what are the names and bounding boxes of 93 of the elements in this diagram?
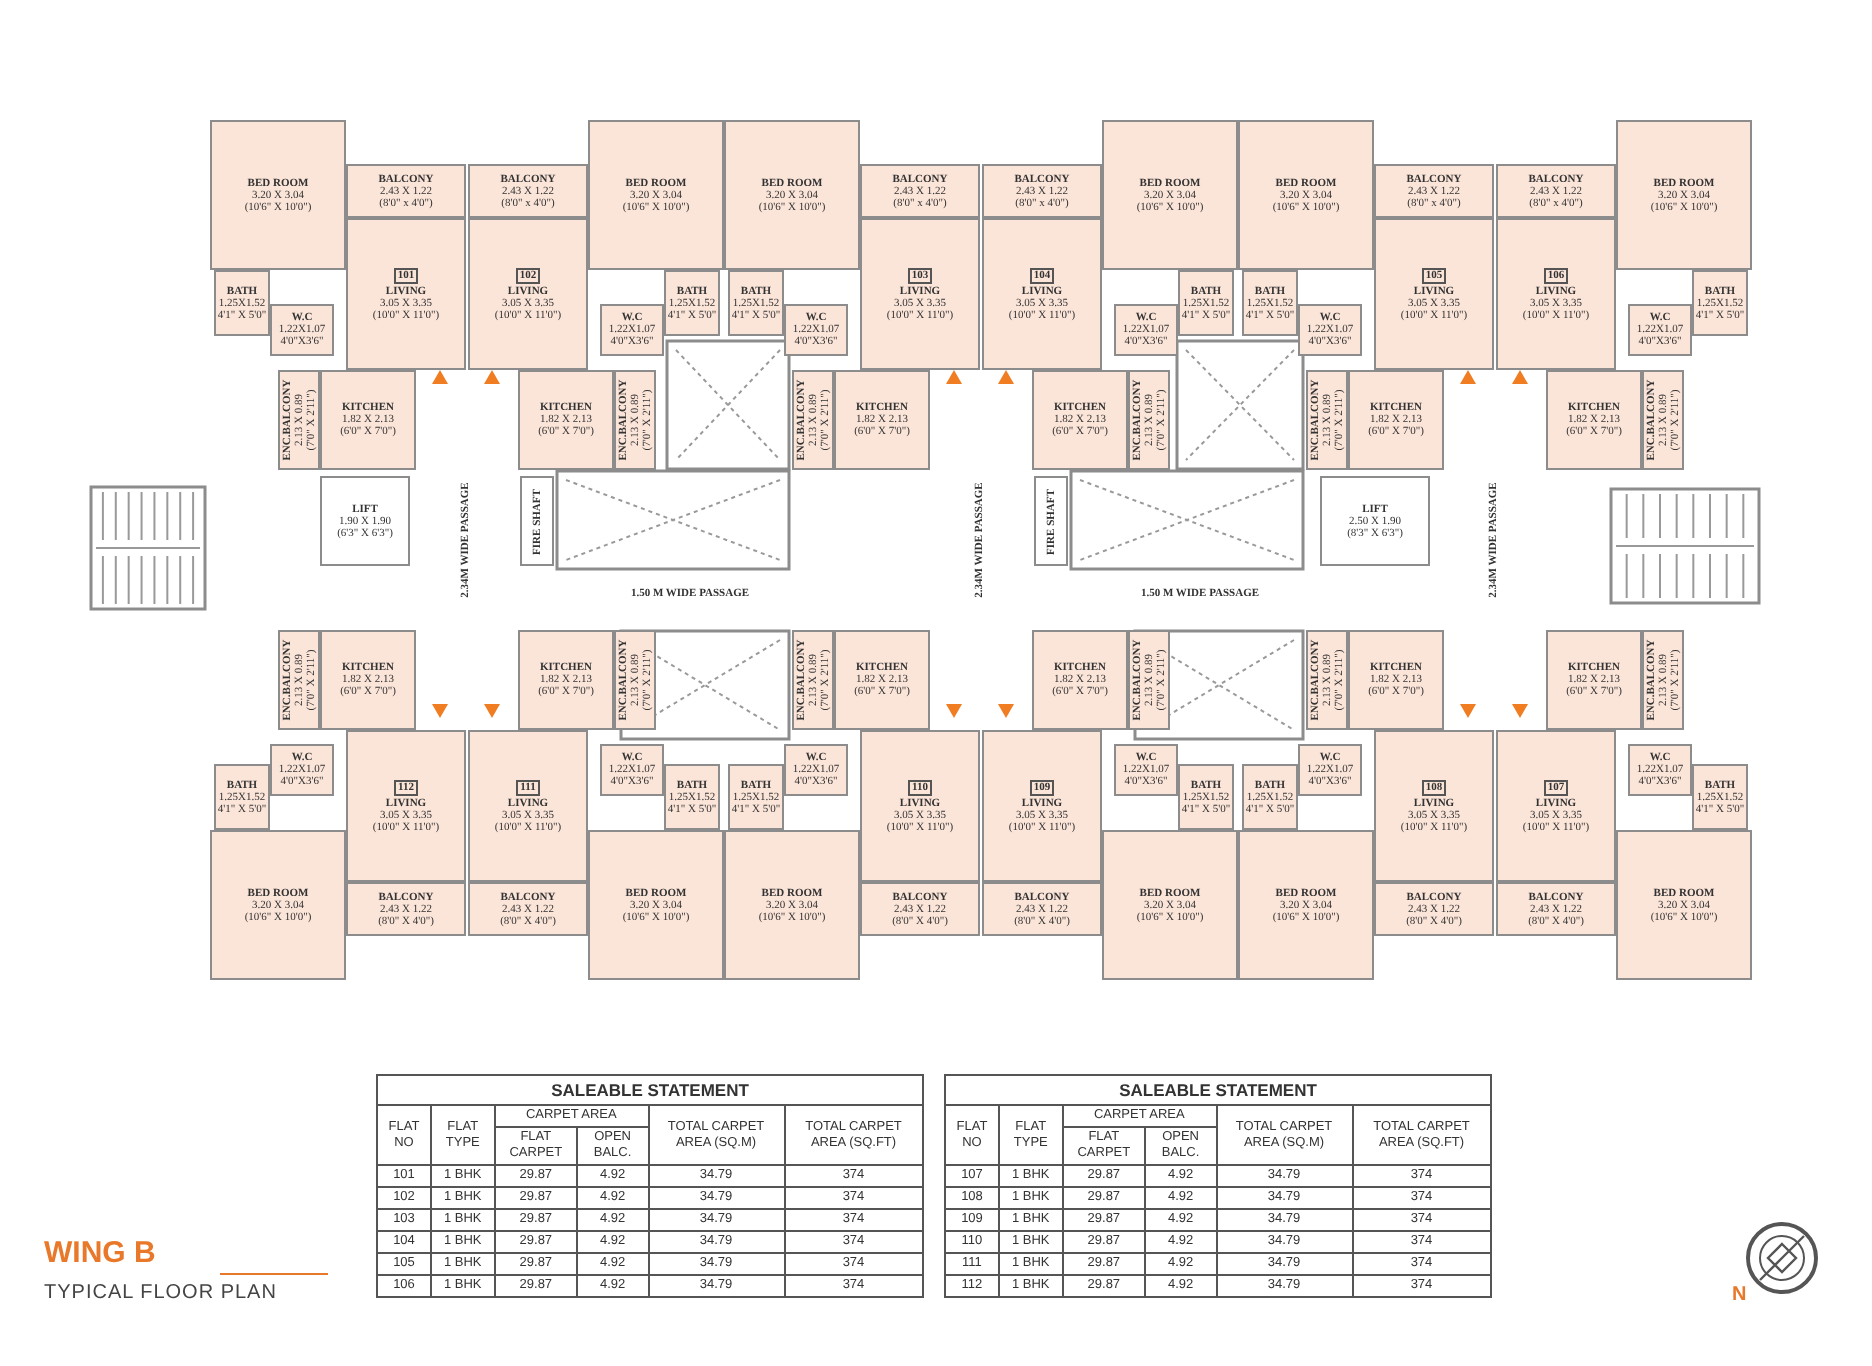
toilet (1628, 744, 1692, 796)
toilet (1114, 744, 1178, 796)
toilet (1298, 744, 1362, 796)
kitchen (320, 370, 416, 470)
bathroom (1178, 270, 1234, 336)
balcony (860, 164, 980, 218)
balcony (468, 164, 588, 218)
bathroom (728, 270, 784, 336)
kitchen (518, 630, 614, 730)
living-room (1374, 218, 1494, 370)
utility-balcony (1642, 630, 1684, 730)
balcony (346, 164, 466, 218)
bedroom (588, 120, 724, 270)
kitchen (834, 370, 930, 470)
toilet (1114, 304, 1178, 356)
toilet (784, 304, 848, 356)
kitchen (834, 630, 930, 730)
toilet (600, 304, 664, 356)
table-title: SALEABLE STATEMENT (377, 1075, 923, 1105)
living-room (982, 218, 1102, 370)
living-room (1496, 730, 1616, 882)
bedroom (1238, 830, 1374, 980)
balcony (1496, 164, 1616, 218)
bathroom (664, 270, 720, 336)
balcony (1374, 164, 1494, 218)
balcony (468, 882, 588, 936)
north-label: N (1732, 1284, 1747, 1306)
living-room (860, 730, 980, 882)
bathroom (214, 764, 270, 830)
kitchen (1032, 370, 1128, 470)
kitchen (320, 630, 416, 730)
utility-balcony (1128, 630, 1170, 730)
bathroom (1692, 764, 1748, 830)
toilet (270, 304, 334, 356)
balcony (982, 164, 1102, 218)
living-room (468, 218, 588, 370)
bedroom (1102, 120, 1238, 270)
bathroom (1242, 764, 1298, 830)
living-room (346, 730, 466, 882)
balcony (346, 882, 466, 936)
balcony (982, 882, 1102, 936)
bedroom (724, 830, 860, 980)
toilet (1628, 304, 1692, 356)
kitchen (1546, 630, 1642, 730)
bathroom (1692, 270, 1748, 336)
utility-balcony (1128, 370, 1170, 470)
utility-balcony (1306, 370, 1348, 470)
plan-title: WING B (44, 1236, 156, 1270)
utility-balcony (278, 630, 320, 730)
bathroom (728, 764, 784, 830)
fire-shaft (520, 476, 554, 566)
bedroom (1102, 830, 1238, 980)
bathroom (664, 764, 720, 830)
fire-shaft (1034, 476, 1068, 566)
toilet (270, 744, 334, 796)
balcony (1496, 882, 1616, 936)
kitchen (1348, 370, 1444, 470)
utility-balcony (614, 630, 656, 730)
utility-balcony (1306, 630, 1348, 730)
toilet (784, 744, 848, 796)
bedroom (1616, 830, 1752, 980)
bedroom (1616, 120, 1752, 270)
kitchen (1546, 370, 1642, 470)
living-room (1374, 730, 1494, 882)
bedroom (724, 120, 860, 270)
utility-balcony (278, 370, 320, 470)
kitchen (1032, 630, 1128, 730)
living-room (860, 218, 980, 370)
living-room (468, 730, 588, 882)
living-room (1496, 218, 1616, 370)
table-title: SALEABLE STATEMENT (945, 1075, 1491, 1105)
bedroom (1238, 120, 1374, 270)
toilet (600, 744, 664, 796)
living-room (982, 730, 1102, 882)
balcony (1374, 882, 1494, 936)
utility-balcony (1642, 370, 1684, 470)
bathroom (214, 270, 270, 336)
kitchen (518, 370, 614, 470)
bathroom (1242, 270, 1298, 336)
bedroom (210, 830, 346, 980)
balcony (860, 882, 980, 936)
lift-shaft (320, 476, 410, 566)
plan-subtitle: TYPICAL FLOOR PLAN (44, 1282, 277, 1304)
utility-balcony (792, 370, 834, 470)
living-room (346, 218, 466, 370)
utility-balcony (614, 370, 656, 470)
utility-balcony (792, 630, 834, 730)
bedroom (210, 120, 346, 270)
kitchen (1348, 630, 1444, 730)
bathroom (1178, 764, 1234, 830)
bedroom (588, 830, 724, 980)
lift-shaft (1320, 476, 1430, 566)
toilet (1298, 304, 1362, 356)
